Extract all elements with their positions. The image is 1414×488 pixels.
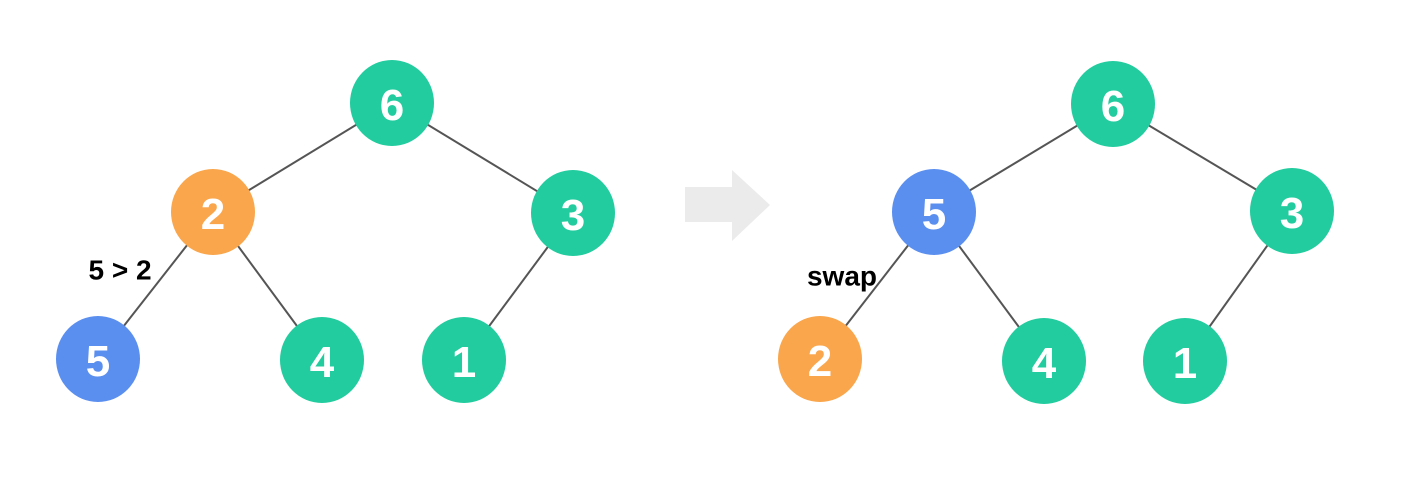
node-circle	[892, 169, 976, 255]
node-value: 1	[452, 338, 476, 387]
node-value: 1	[1173, 339, 1197, 388]
tree-node-1: 1	[422, 317, 506, 403]
node-value: 2	[808, 337, 832, 386]
tree-node-2: 2	[171, 169, 255, 255]
node-circle	[56, 316, 140, 402]
tree-node-1: 1	[1143, 318, 1227, 404]
node-value: 6	[380, 81, 404, 130]
node-circle	[1071, 61, 1155, 147]
node-circle	[778, 316, 862, 402]
node-value: 6	[1101, 82, 1125, 131]
tree-node-6: 6	[1071, 61, 1155, 147]
node-circle	[531, 170, 615, 256]
tree-node-3: 3	[1250, 168, 1334, 254]
node-circle	[1002, 318, 1086, 404]
node-value: 3	[561, 191, 585, 240]
node-circle	[1143, 318, 1227, 404]
tree-after-swap: 6 5 3 2 4 1 swap	[778, 61, 1334, 404]
transition-arrow-icon	[685, 170, 770, 241]
node-value: 2	[201, 190, 225, 239]
node-circle	[350, 60, 434, 146]
node-circle	[422, 317, 506, 403]
node-circle	[171, 169, 255, 255]
tree-node-6: 6	[350, 60, 434, 146]
node-circle	[1250, 168, 1334, 254]
tree-node-4: 4	[1002, 318, 1086, 404]
edge-annotation: 5 > 2	[88, 255, 151, 286]
tree-node-3: 3	[531, 170, 615, 256]
node-circle	[280, 317, 364, 403]
node-value: 4	[1032, 339, 1057, 388]
tree-node-4: 4	[280, 317, 364, 403]
tree-node-5: 5	[56, 316, 140, 402]
tree-before-swap: 6 2 3 5 4 1 5 > 2	[56, 60, 615, 403]
edge-annotation: swap	[807, 261, 877, 292]
node-value: 5	[922, 190, 946, 239]
node-value: 4	[310, 338, 335, 387]
node-value: 3	[1280, 189, 1304, 238]
tree-node-5: 5	[892, 169, 976, 255]
node-value: 5	[86, 337, 110, 386]
tree-node-2: 2	[778, 316, 862, 402]
